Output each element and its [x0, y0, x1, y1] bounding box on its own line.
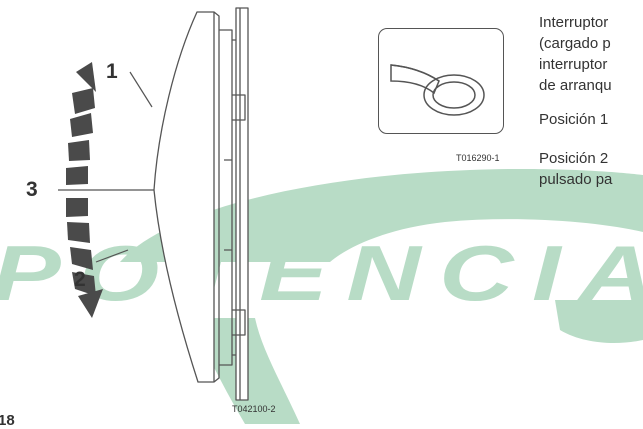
paragraph-1: Interruptor (cargado p interruptor de ar…: [539, 12, 612, 96]
horn-icon-box: [378, 28, 504, 134]
switch-figure-code: T042100-2: [232, 404, 276, 414]
position-2-line-1: Posición 2: [539, 150, 609, 167]
callout-2: 2: [74, 268, 86, 291]
page-number: 18: [0, 412, 15, 429]
position-1-text: Posición 1: [539, 111, 609, 128]
paragraph-1-line-2: (cargado p: [539, 35, 611, 52]
paragraph-1-line-4: de arranqu: [539, 77, 612, 94]
position-2-text: Posición 2 pulsado pa: [539, 148, 612, 190]
svg-text:POTENCIA: POTENCIA: [0, 229, 643, 317]
icon-figure-code: T016290-1: [456, 153, 500, 163]
horn-icon: [390, 64, 485, 116]
callout-1: 1: [106, 60, 118, 83]
paragraph-1-line-1: Interruptor: [539, 14, 609, 31]
leader-1: [129, 71, 153, 108]
rocker-arrows: [66, 62, 103, 318]
paragraph-1-line-3: interruptor: [539, 56, 608, 73]
leader-2: [95, 249, 129, 263]
callout-3: 3: [26, 178, 38, 201]
position-2-line-2: pulsado pa: [539, 171, 613, 188]
